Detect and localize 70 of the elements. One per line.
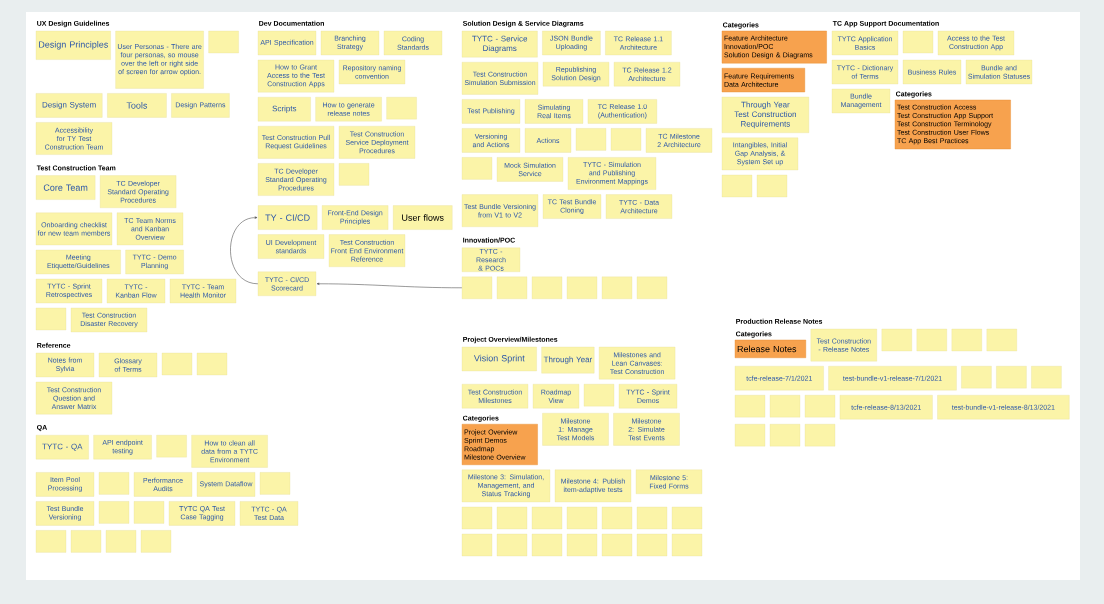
sticky-note bbox=[35, 307, 67, 331]
sticky-note bbox=[769, 424, 801, 447]
sticky-note bbox=[105, 530, 137, 553]
sticky-note bbox=[610, 128, 642, 151]
sticky-note: Through Year bbox=[541, 346, 595, 374]
sticky-note: Core Team bbox=[35, 175, 96, 200]
sticky-note: TY - CI/CD bbox=[257, 205, 318, 230]
sticky-note bbox=[531, 533, 563, 557]
sticky-note bbox=[916, 328, 947, 352]
sticky-note bbox=[636, 533, 668, 557]
sticky-note bbox=[461, 506, 493, 530]
sticky-note: Design Principles bbox=[35, 30, 111, 60]
sticky-note bbox=[575, 128, 607, 151]
sticky-note bbox=[902, 30, 934, 54]
sticky-note bbox=[1031, 366, 1062, 389]
arrow bbox=[316, 282, 463, 289]
sticky-note bbox=[671, 533, 703, 557]
sticky-note bbox=[98, 472, 130, 495]
sticky-note bbox=[531, 506, 563, 530]
sticky-note bbox=[156, 435, 187, 458]
sticky-note bbox=[583, 384, 615, 407]
sticky-note bbox=[734, 395, 766, 418]
sticky-note: TYTC - QA bbox=[35, 435, 89, 460]
sticky-note bbox=[601, 276, 633, 299]
sticky-note bbox=[140, 530, 172, 553]
sticky-note bbox=[756, 174, 788, 198]
sticky-note: Through Year Test Construction Requirements bbox=[721, 96, 809, 133]
sticky-note bbox=[601, 506, 633, 530]
sticky-note: User flows bbox=[393, 205, 453, 230]
sticky-note bbox=[671, 506, 703, 530]
sticky-note bbox=[961, 366, 992, 389]
sticky-note bbox=[196, 352, 228, 376]
sticky-note bbox=[769, 395, 801, 418]
sticky-note bbox=[804, 395, 836, 418]
category-note: Release Notes bbox=[734, 339, 806, 358]
sticky-note bbox=[881, 328, 912, 352]
sticky-note bbox=[566, 506, 598, 530]
sticky-note bbox=[338, 163, 370, 186]
sticky-note bbox=[636, 506, 668, 530]
sticky-note bbox=[208, 30, 239, 54]
sticky-note bbox=[70, 530, 102, 553]
sticky-note bbox=[951, 328, 982, 352]
sticky-note bbox=[566, 533, 598, 557]
sticky-note bbox=[566, 276, 598, 299]
sticky-note: Tools bbox=[107, 93, 167, 118]
sticky-note bbox=[986, 328, 1017, 352]
sticky-note bbox=[98, 501, 130, 524]
sticky-note bbox=[461, 533, 493, 557]
sticky-note bbox=[721, 174, 753, 198]
sticky-note bbox=[133, 501, 165, 524]
sticky-note: Design System bbox=[35, 93, 103, 118]
sticky-note bbox=[496, 276, 528, 299]
sticky-note: Vision Sprint bbox=[461, 346, 537, 372]
arrow bbox=[230, 216, 259, 285]
sticky-note bbox=[734, 424, 766, 447]
sticky-note bbox=[161, 352, 193, 376]
sticky-note bbox=[496, 533, 528, 557]
sticky-note bbox=[804, 424, 836, 447]
sticky-note bbox=[386, 97, 417, 120]
sticky-note bbox=[531, 276, 563, 299]
sticky-note bbox=[259, 472, 291, 495]
sticky-note bbox=[35, 530, 67, 553]
sticky-note bbox=[496, 506, 528, 530]
sticky-note bbox=[601, 533, 633, 557]
sticky-note bbox=[996, 366, 1027, 389]
sticky-note bbox=[636, 276, 668, 299]
sticky-note bbox=[461, 276, 493, 299]
sticky-note: Scripts bbox=[257, 97, 311, 122]
sticky-note: TYTC - Service Diagrams bbox=[461, 30, 538, 58]
sticky-note bbox=[461, 157, 493, 180]
